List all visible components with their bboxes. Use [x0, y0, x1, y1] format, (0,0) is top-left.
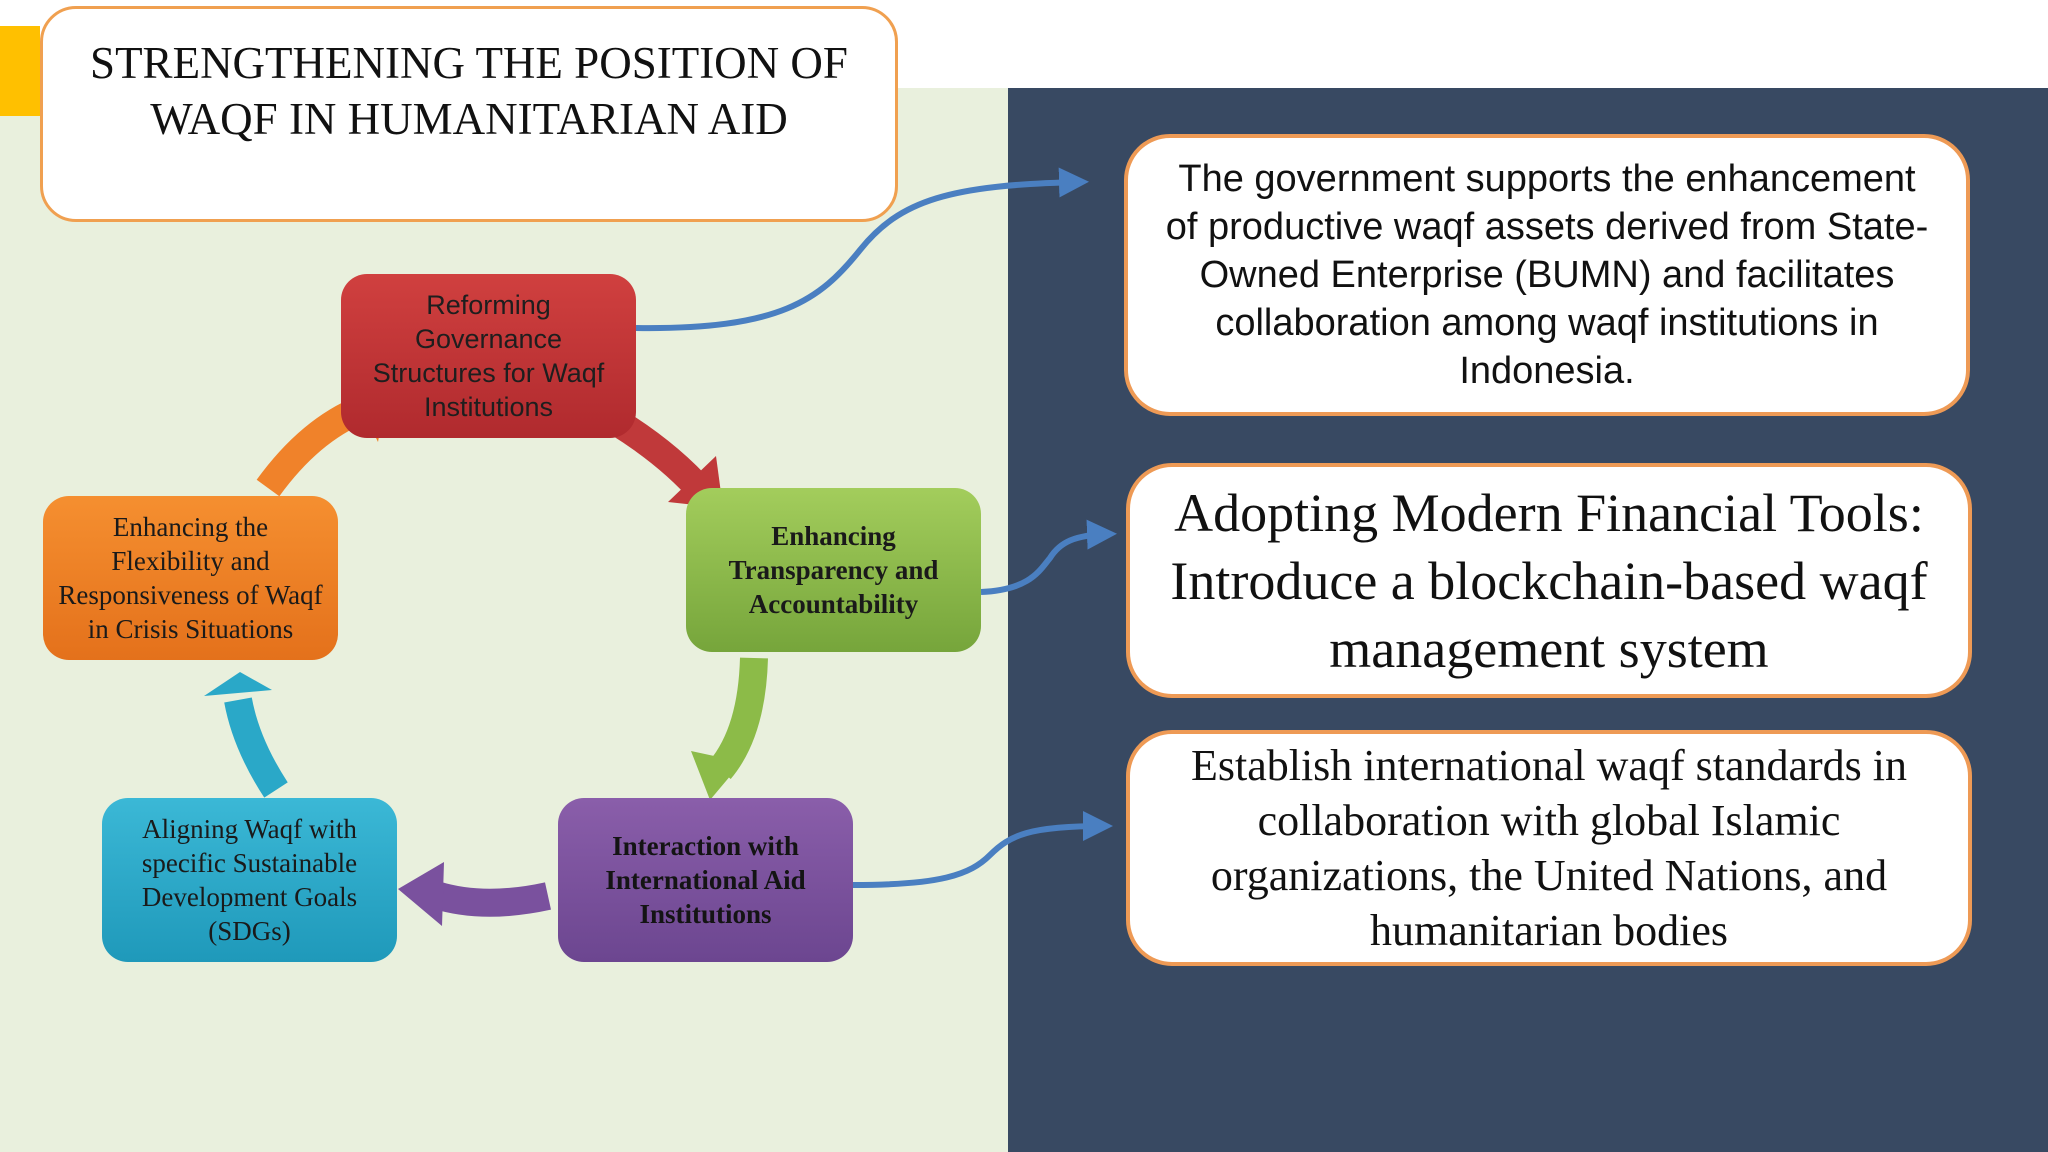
node-reforming-label: Reforming Governance Structures for Waqf… [372, 290, 605, 422]
callout-standards: Establish international waqf standards i… [1126, 730, 1972, 966]
cycle-arrow-cyan [224, 697, 288, 798]
callout-government-text: The government supports the enhancement … [1165, 158, 1929, 392]
connector-government [635, 167, 1089, 332]
node-sdgs: Aligning Waqf with specific Sustainable … [102, 798, 397, 962]
accent-tab [0, 26, 40, 116]
node-flexibility-label: Enhancing the Flexibility and Responsive… [58, 512, 323, 644]
node-transparency: Enhancing Transparency and Accountabilit… [686, 488, 981, 652]
title-line-1: STRENGTHENING THE POSITION OF [90, 38, 848, 88]
connector-tools [980, 519, 1117, 595]
title-box: STRENGTHENING THE POSITION OF WAQF IN HU… [40, 6, 898, 222]
cycle-arrow-purple-head [398, 862, 444, 926]
cycle-arrow-green-head [691, 751, 742, 800]
callout-government: The government supports the enhancement … [1124, 134, 1970, 416]
slide-title: STRENGTHENING THE POSITION OF WAQF IN HU… [43, 35, 895, 147]
node-reforming-governance: Reforming Governance Structures for Waqf… [341, 274, 636, 438]
cycle-arrow-cyan-head [204, 672, 272, 696]
title-line-2: WAQF IN HUMANITARIAN AID [150, 94, 788, 144]
node-sdgs-label: Aligning Waqf with specific Sustainable … [141, 814, 358, 946]
node-interaction: Interaction with International Aid Insti… [558, 798, 853, 962]
node-interaction-label: Interaction with International Aid Insti… [605, 831, 806, 929]
connector-standards [852, 811, 1113, 888]
node-flexibility: Enhancing the Flexibility and Responsive… [43, 496, 338, 660]
callout-standards-text: Establish international waqf standards i… [1190, 741, 1908, 955]
callout-tools: Adopting Modern Financial Tools: Introdu… [1126, 463, 1972, 698]
cycle-arrow-purple [431, 881, 551, 917]
callout-tools-text: Adopting Modern Financial Tools: Introdu… [1170, 482, 1928, 679]
node-transparency-label: Enhancing Transparency and Accountabilit… [728, 521, 939, 619]
cycle-arrow-green [709, 657, 768, 780]
